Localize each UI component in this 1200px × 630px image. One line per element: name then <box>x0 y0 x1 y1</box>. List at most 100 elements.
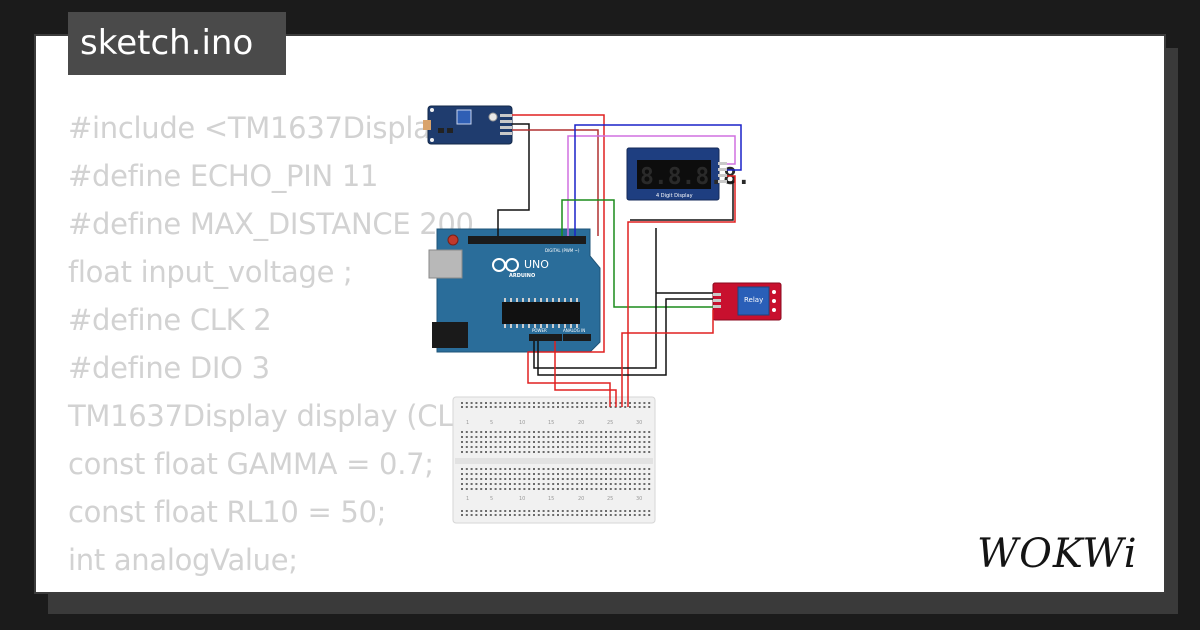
breadboard-hole <box>499 451 502 453</box>
sketch-filename-tab[interactable]: sketch.ino <box>68 12 286 75</box>
breadboard-hole <box>633 468 636 470</box>
breadboard-hole <box>552 473 555 475</box>
svg-text:10: 10 <box>519 496 525 502</box>
breadboard-hole <box>533 514 535 516</box>
breadboard-hole <box>504 483 507 485</box>
breadboard-hole <box>475 468 478 470</box>
breadboard-hole <box>557 441 559 443</box>
breadboard-hole <box>571 478 574 480</box>
breadboard-hole <box>537 483 540 485</box>
breadboard-hole <box>633 473 636 475</box>
breadboard-hole <box>542 402 545 404</box>
breadboard-hole <box>461 436 463 438</box>
breadboard-hole <box>557 446 559 448</box>
breadboard-hole <box>504 402 507 404</box>
breadboard-hole <box>595 441 598 443</box>
breadboard[interactable]: 1 5 10 15 20 25 30 1 5 10 15 20 25 30 <box>452 396 656 524</box>
breadboard-hole <box>585 431 588 433</box>
arduino-brand-label: ARDUINO <box>509 273 535 279</box>
chip-pins <box>504 298 578 328</box>
wokwi-logo[interactable]: WOKWi <box>975 525 1150 581</box>
breadboard-hole <box>595 468 598 470</box>
breadboard-hole <box>633 441 636 443</box>
breadboard-hole <box>576 510 579 512</box>
breadboard-hole <box>533 483 535 485</box>
breadboard-hole <box>648 478 651 480</box>
breadboard-hole <box>600 402 603 404</box>
breadboard-hole <box>629 478 631 480</box>
breadboard-hole <box>561 473 564 475</box>
breadboard-hole <box>461 431 463 433</box>
breadboard-hole <box>590 478 593 480</box>
svg-text:30: 30 <box>636 420 642 426</box>
breadboard-hole <box>609 441 612 443</box>
breadboard-hole <box>461 446 463 448</box>
breadboard-hole <box>581 451 583 453</box>
arduino-uno-board[interactable]: UNO ARDUINO DIGITAL (PWM ~) POWER ANALOG… <box>428 228 601 353</box>
breadboard-hole <box>600 441 603 443</box>
breadboard-hole <box>614 473 617 475</box>
breadboard-hole <box>480 473 483 475</box>
breadboard-hole <box>528 402 531 404</box>
breadboard-hole <box>614 488 617 490</box>
breadboard-hole <box>629 488 631 490</box>
seven-segment-display[interactable]: 8.8.8.8. 4 Digit Display <box>626 147 751 201</box>
breadboard-hole <box>629 483 631 485</box>
breadboard-hole <box>581 436 583 438</box>
breadboard-hole <box>547 406 550 408</box>
breadboard-hole <box>475 436 478 438</box>
breadboard-hole <box>552 478 555 480</box>
breadboard-hole <box>499 446 502 448</box>
breadboard-hole <box>552 510 555 512</box>
breadboard-hole <box>648 436 651 438</box>
breadboard-hole <box>605 468 607 470</box>
svg-text:1: 1 <box>466 496 469 502</box>
breadboard-hole <box>557 431 559 433</box>
breadboard-hole <box>624 514 627 516</box>
breadboard-hole <box>528 441 531 443</box>
ldr-sensor-module[interactable] <box>423 105 513 145</box>
breadboard-hole <box>470 441 473 443</box>
breadboard-hole <box>552 436 555 438</box>
breadboard-hole <box>542 478 545 480</box>
breadboard-hole <box>566 478 569 480</box>
relay-module[interactable]: Relay <box>712 282 782 321</box>
breadboard-hole <box>633 488 636 490</box>
code-line: float voltage, resistance, lux; <box>68 584 563 592</box>
breadboard-hole <box>504 431 507 433</box>
breadboard-hole <box>595 406 598 408</box>
breadboard-hole <box>619 468 622 470</box>
breadboard-hole <box>561 483 564 485</box>
breadboard-hole <box>590 406 593 408</box>
breadboard-hole <box>600 468 603 470</box>
breadboard-hole <box>552 488 555 490</box>
breadboard-hole <box>518 510 521 512</box>
breadboard-hole <box>537 473 540 475</box>
breadboard-hole <box>533 478 535 480</box>
breadboard-hole <box>648 488 651 490</box>
breadboard-hole <box>614 478 617 480</box>
breadboard-hole <box>504 451 507 453</box>
breadboard-hole <box>614 514 617 516</box>
breadboard-hole <box>475 402 478 404</box>
breadboard-hole <box>648 473 651 475</box>
wire-pink <box>567 135 736 236</box>
breadboard-hole <box>571 514 574 516</box>
breadboard-hole <box>547 488 550 490</box>
breadboard-hole <box>581 488 583 490</box>
breadboard-hole <box>552 431 555 433</box>
breadboard-hole <box>571 441 574 443</box>
breadboard-hole <box>557 510 559 512</box>
breadboard-hole <box>600 473 603 475</box>
breadboard-hole <box>494 436 497 438</box>
breadboard-hole <box>595 436 598 438</box>
breadboard-hole <box>528 473 531 475</box>
breadboard-hole <box>518 451 521 453</box>
reset-button[interactable] <box>447 234 459 246</box>
breadboard-hole <box>585 446 588 448</box>
breadboard-hole <box>499 473 502 475</box>
breadboard-hole <box>576 473 579 475</box>
breadboard-hole <box>576 483 579 485</box>
breadboard-hole <box>547 451 550 453</box>
breadboard-hole <box>619 514 622 516</box>
